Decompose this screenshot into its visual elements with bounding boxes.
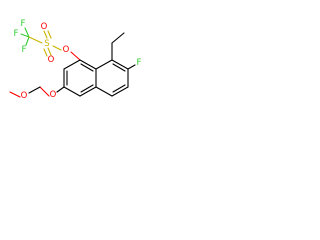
bond-r6 (63, 59, 81, 70)
bond-ethyl-2 (111, 32, 125, 44)
atom-o-ether: O (21, 91, 28, 101)
bond-q1 (95, 59, 113, 70)
bond-c-f1 (20, 33, 30, 38)
bond-c-f3 (25, 36, 30, 46)
atom-o-link: O (63, 45, 70, 55)
bond-c-fring (127, 64, 136, 70)
bond-r1-inner (80, 63, 94, 72)
bond-s-o1a (43, 48, 48, 57)
atom-o-ring: O (50, 90, 57, 100)
atom-labels: F F F S O O O F O O (14, 19, 142, 101)
atom-o-s1: O (48, 55, 55, 65)
bond-q5 (95, 86, 113, 97)
bond-s-o2b (47, 30, 52, 39)
atom-f3: F (22, 45, 27, 55)
bond-q4 (111, 86, 129, 97)
molecule-structure: F F F S O O O F O O (9, 19, 142, 101)
bond-q2 (111, 59, 129, 70)
atom-f2: F (21, 19, 26, 29)
bond-r3 (79, 86, 97, 97)
bond-s-olink (52, 45, 62, 51)
bond-olink-c (70, 51, 81, 61)
bond-q2-inner (112, 63, 126, 72)
atom-f1: F (14, 29, 19, 39)
bond-c-s (28, 36, 43, 44)
bond-c-oring (56, 86, 65, 93)
bond-s-o1b (47, 47, 52, 56)
bond-oether-ch3 (9, 91, 21, 98)
atom-s: S (44, 39, 49, 49)
bond-ch2-oether (28, 86, 41, 94)
bond-oring-ch2 (39, 86, 50, 97)
bond-r3-inner (80, 84, 94, 93)
bonds (9, 27, 136, 98)
bond-r1 (79, 59, 97, 70)
bond-c-f2 (24, 27, 30, 38)
bond-s-o2a (43, 30, 48, 39)
bond-r4 (63, 86, 81, 97)
bond-q4-inner (112, 84, 126, 93)
atom-f-ring: F (137, 58, 142, 68)
atom-o-s2: O (41, 22, 48, 32)
